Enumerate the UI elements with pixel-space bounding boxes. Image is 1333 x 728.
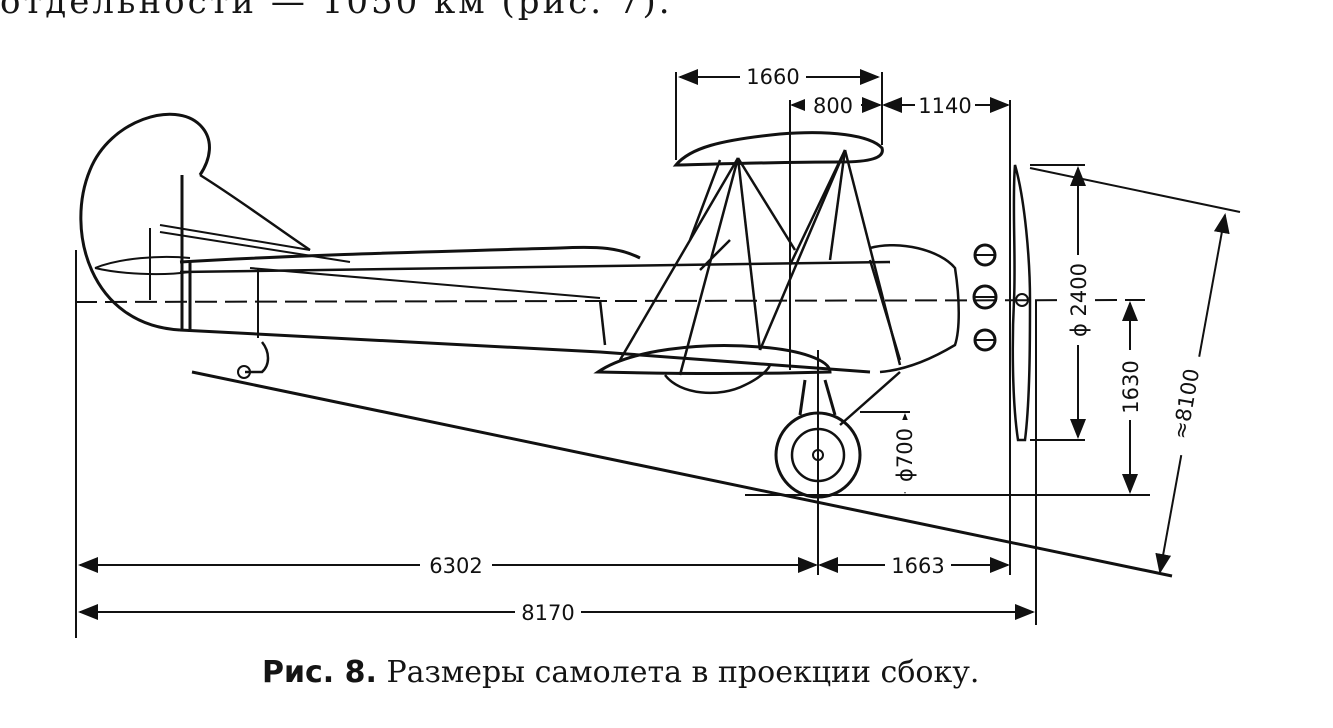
dim-axis-height: 1630 [1119, 360, 1143, 413]
dim-tail-to-gear: 6302 [429, 554, 482, 578]
lower-wing [593, 344, 832, 395]
dimension-lines [78, 69, 1230, 620]
fuselage [179, 244, 960, 379]
thrust-axis-line [74, 299, 1146, 303]
dim-strut-offset: 800 [813, 94, 853, 118]
dim-overall-length: 8170 [521, 601, 574, 625]
dim-wheel-diameter: ϕ700 [893, 428, 917, 482]
dim-gear-to-nose: 1663 [891, 554, 944, 578]
tail-fin [79, 112, 351, 332]
struts [618, 149, 902, 376]
dim-upper-wing-chord: 1660 [746, 65, 799, 89]
figure-caption: Рис. 8. Размеры самолета в проекции сбок… [262, 655, 979, 690]
landing-gear [774, 371, 901, 499]
figure-caption-text: Размеры самолета в проекции сбоку. [386, 655, 980, 690]
propeller [1011, 164, 1032, 442]
extension-lines [75, 72, 1241, 638]
dim-propeller-diameter: ϕ 2400 [1067, 263, 1091, 337]
dimension-labels: 1660 800 1140 ϕ 2400 1630 ϕ700 ≈8100 630… [420, 62, 1209, 626]
page-header-fragment: отдельности — 1050 км (рис. 7). [0, 0, 673, 22]
figure-number: Рис. 8. [262, 655, 377, 690]
upper-wing [672, 131, 884, 167]
engine-cylinders [972, 243, 998, 352]
dim-wing-to-nose: 1140 [918, 94, 971, 118]
ground-line [191, 370, 1173, 578]
